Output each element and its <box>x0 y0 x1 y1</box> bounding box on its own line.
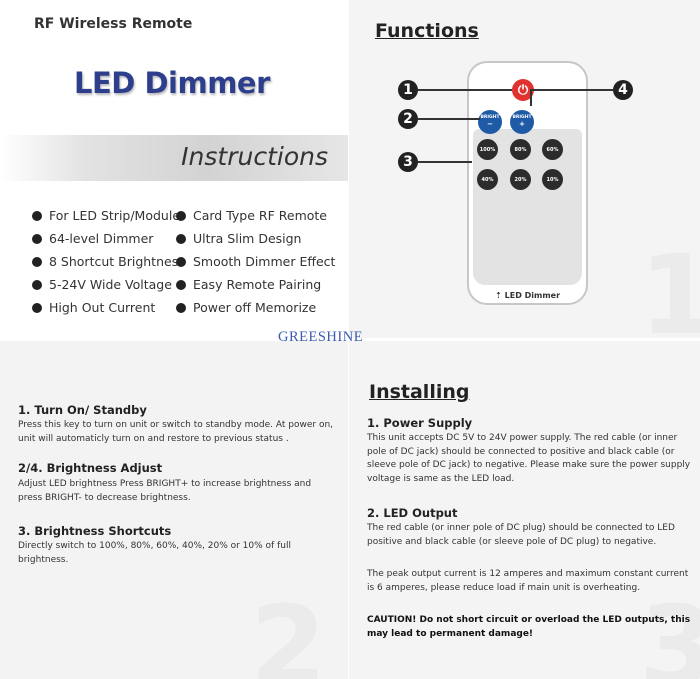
feature-item: Easy Remote Pairing <box>176 277 321 292</box>
brightness-adjust-heading: 2/4. Brightness Adjust <box>18 461 163 475</box>
feature-item: For LED Strip/Module <box>32 208 180 223</box>
bullet-icon <box>176 211 186 221</box>
brightness-adjust-text: Adjust LED brightness Press BRIGHT+ to i… <box>18 479 312 503</box>
callout-4: 4 <box>613 80 633 100</box>
callout-line <box>418 118 480 120</box>
functions-title: Functions <box>375 20 479 42</box>
feature-item: Power off Memorize <box>176 300 316 315</box>
peak-current-text: The peak output current is 12 amperes an… <box>367 569 689 593</box>
level-60-button: 60% <box>542 139 563 160</box>
instructions-title: Instructions <box>181 142 328 171</box>
remote-control: ⏻ BRIGHT− BRIGHT+ 100% 80% 60% 40% 20% 1… <box>467 61 588 305</box>
level-80-button: 80% <box>510 139 531 160</box>
caution-text: CAUTION! Do not short circuit or overloa… <box>367 615 691 639</box>
callout-3: 3 <box>398 152 418 172</box>
turn-on-text: Press this key to turn on unit or switch… <box>18 420 334 444</box>
callout-line <box>418 161 472 163</box>
bullet-icon <box>176 234 186 244</box>
instructions-band <box>0 135 348 181</box>
bullet-icon <box>32 211 42 221</box>
bullet-icon <box>32 303 42 313</box>
power-icon: ⏻ <box>517 82 529 98</box>
bullet-icon <box>32 257 42 267</box>
level-40-button: 40% <box>477 169 498 190</box>
power-button: ⏻ <box>512 79 534 101</box>
product-title: LED Dimmer <box>74 66 270 100</box>
feature-item: Card Type RF Remote <box>176 208 327 223</box>
wireless-icon: ⇡ <box>494 291 502 300</box>
callout-line <box>418 89 512 91</box>
shortcuts-heading: 3. Brightness Shortcuts <box>18 524 172 538</box>
shortcuts-text: Directly switch to 100%, 80%, 60%, 40%, … <box>18 541 291 565</box>
title-panel: RF Wireless Remote LED Dimmer Instructio… <box>0 0 348 338</box>
feature-item: Ultra Slim Design <box>176 231 301 246</box>
bullet-icon <box>32 280 42 290</box>
level-100-button: 100% <box>477 139 498 160</box>
bullet-icon <box>32 234 42 244</box>
power-supply-heading: 1. Power Supply <box>367 416 473 430</box>
level-10-button: 10% <box>542 169 563 190</box>
level-20-button: 20% <box>510 169 531 190</box>
bullet-icon <box>176 280 186 290</box>
operation-panel: 2 1. Turn On/ Standby Press this key to … <box>0 341 348 679</box>
callout-line <box>530 89 613 91</box>
brand-subtitle: RF Wireless Remote <box>34 16 193 32</box>
feature-item: 5-24V Wide Voltage <box>32 277 172 292</box>
led-output-text: The red cable (or inner pole of DC plug)… <box>367 523 675 547</box>
brand-watermark: GREESHINE <box>278 329 364 345</box>
bullet-icon <box>176 303 186 313</box>
watermark-number: 1 <box>639 231 700 338</box>
feature-item: 64-level Dimmer <box>32 231 153 246</box>
feature-item: Smooth Dimmer Effect <box>176 254 335 269</box>
turn-on-heading: 1. Turn On/ Standby <box>18 403 147 417</box>
callout-2: 2 <box>398 109 418 129</box>
bright-minus-button: BRIGHT− <box>478 110 502 134</box>
feature-item: High Out Current <box>32 300 155 315</box>
power-supply-text: This unit accepts DC 5V to 24V power sup… <box>367 433 691 484</box>
callout-line <box>530 89 532 106</box>
watermark-number: 2 <box>250 582 327 679</box>
watermark-number: 3 <box>639 582 700 679</box>
bullet-icon <box>176 257 186 267</box>
installing-title: Installing <box>369 381 470 403</box>
functions-panel: 1 Functions ⏻ BRIGHT− BRIGHT+ 100% 80% 6… <box>349 0 700 338</box>
installing-panel: 3 Installing 1. Power Supply This unit a… <box>349 341 700 679</box>
feature-item: 8 Shortcut Brightness <box>32 254 185 269</box>
led-output-heading: 2. LED Output <box>367 506 458 520</box>
remote-label: ⇡LED Dimmer <box>494 291 561 300</box>
callout-1: 1 <box>398 80 418 100</box>
bright-plus-button: BRIGHT+ <box>510 110 534 134</box>
